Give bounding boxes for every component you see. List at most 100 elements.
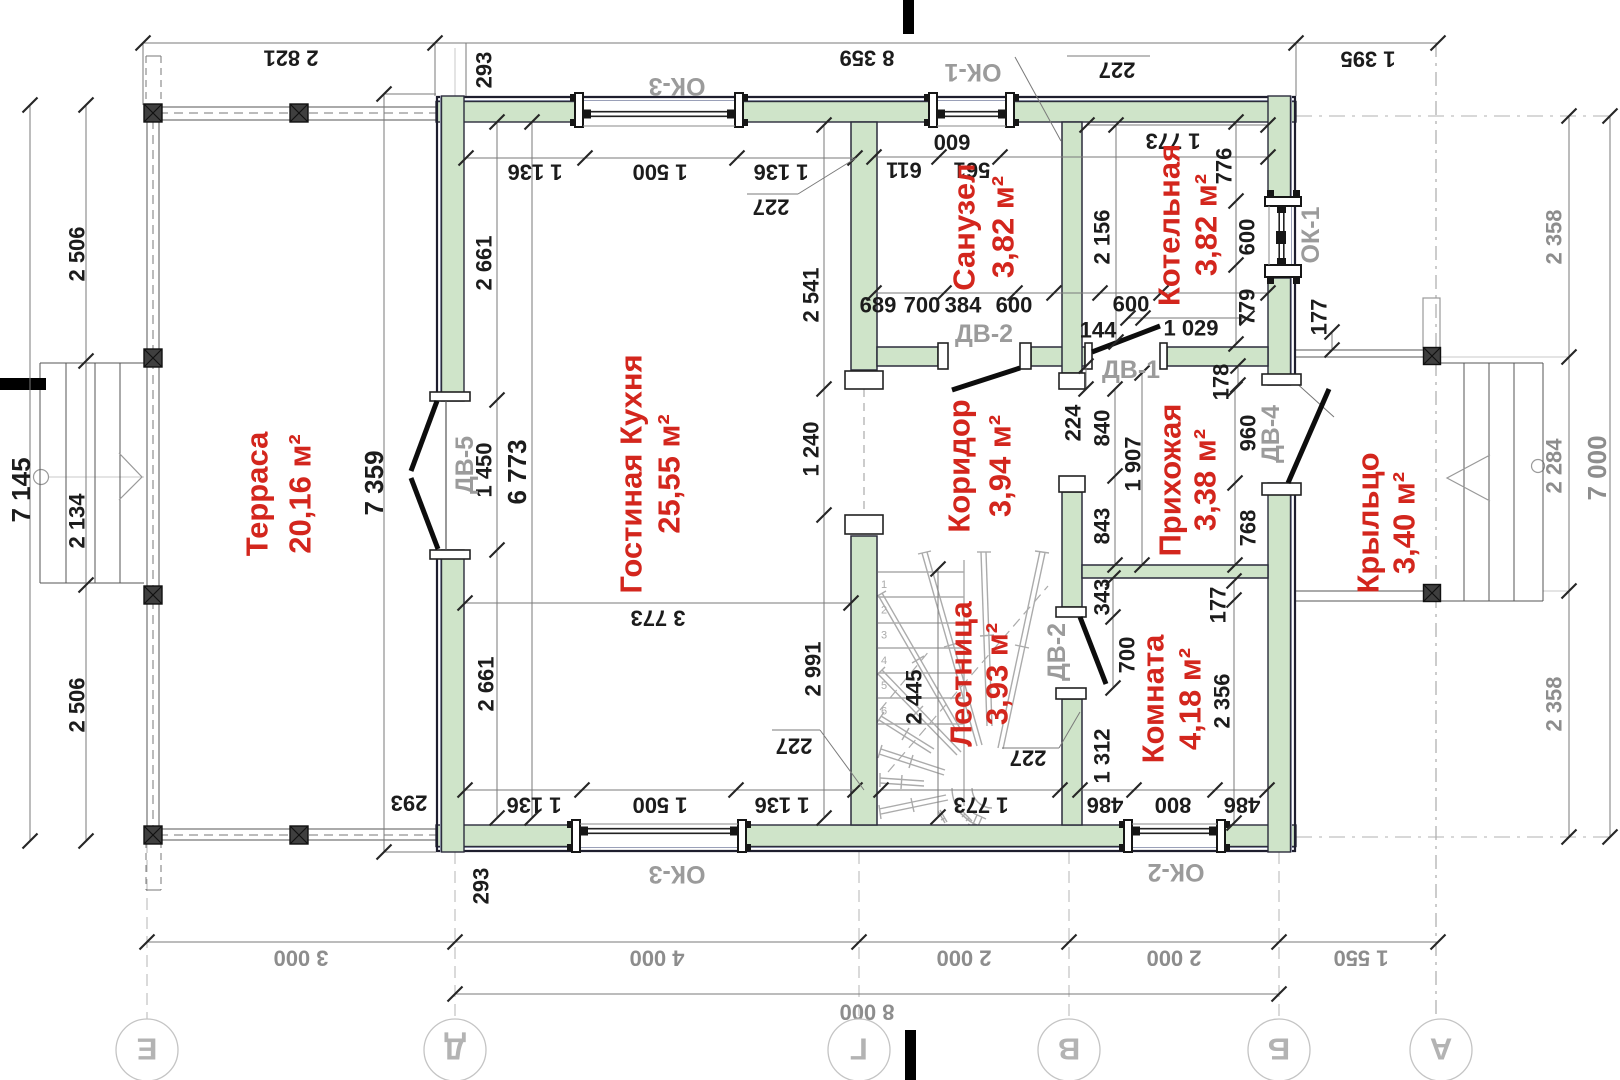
svg-text:20,16 м²: 20,16 м² — [283, 434, 318, 553]
svg-text:ДВ-5: ДВ-5 — [451, 436, 479, 494]
svg-text:561: 561 — [954, 158, 991, 183]
svg-text:600: 600 — [996, 293, 1033, 318]
svg-text:ДВ-4: ДВ-4 — [1257, 405, 1285, 463]
svg-text:Комната: Комната — [1136, 634, 1171, 764]
svg-text:1 907: 1 907 — [1121, 436, 1146, 491]
svg-text:779: 779 — [1235, 289, 1260, 326]
svg-text:ОК-2: ОК-2 — [1148, 858, 1205, 886]
svg-text:ДВ-1: ДВ-1 — [1102, 356, 1160, 384]
svg-text:Е: Е — [137, 1032, 158, 1067]
svg-text:5: 5 — [881, 680, 887, 692]
svg-text:1 500: 1 500 — [632, 160, 687, 185]
svg-text:1 395: 1 395 — [1340, 47, 1395, 72]
svg-text:2 661: 2 661 — [472, 235, 497, 290]
svg-text:177: 177 — [1307, 299, 1332, 336]
svg-text:700: 700 — [1115, 637, 1140, 674]
svg-text:3,93 м²: 3,93 м² — [980, 623, 1015, 725]
svg-text:486: 486 — [1224, 793, 1261, 818]
svg-text:343: 343 — [1090, 579, 1115, 616]
svg-text:Г: Г — [850, 1032, 868, 1067]
svg-text:7 145: 7 145 — [6, 457, 36, 522]
svg-text:689: 689 — [860, 293, 897, 318]
svg-text:ДВ-2: ДВ-2 — [955, 320, 1013, 348]
svg-text:ОК-1: ОК-1 — [1297, 206, 1325, 263]
svg-text:600: 600 — [934, 130, 971, 155]
svg-text:3: 3 — [881, 630, 887, 642]
svg-text:1 136: 1 136 — [506, 793, 561, 818]
svg-text:700: 700 — [904, 293, 941, 318]
svg-text:4: 4 — [881, 655, 887, 667]
svg-text:600: 600 — [1113, 292, 1150, 317]
svg-text:960: 960 — [1236, 415, 1261, 452]
svg-text:Котельная: Котельная — [1152, 144, 1187, 306]
svg-text:3 000: 3 000 — [273, 946, 328, 971]
svg-text:227: 227 — [753, 195, 790, 220]
svg-text:1 136: 1 136 — [507, 160, 562, 185]
svg-text:Санузел: Санузел — [947, 163, 982, 291]
svg-text:1 450: 1 450 — [472, 442, 497, 497]
svg-text:3,40 м²: 3,40 м² — [1387, 472, 1422, 574]
svg-text:ОК-3: ОК-3 — [649, 860, 706, 888]
svg-text:1: 1 — [881, 579, 887, 591]
svg-text:1 136: 1 136 — [754, 793, 809, 818]
svg-text:177: 177 — [1206, 587, 1231, 624]
svg-text:2 506: 2 506 — [65, 677, 90, 732]
svg-text:4 000: 4 000 — [629, 946, 684, 971]
svg-text:3,82 м²: 3,82 м² — [986, 176, 1021, 278]
svg-text:2 506: 2 506 — [65, 226, 90, 281]
svg-text:840: 840 — [1090, 410, 1115, 447]
svg-text:2 661: 2 661 — [474, 656, 499, 711]
svg-text:776: 776 — [1212, 148, 1237, 185]
svg-text:Крыльцо: Крыльцо — [1351, 452, 1386, 593]
svg-text:2 156: 2 156 — [1090, 209, 1115, 264]
svg-text:3 773: 3 773 — [630, 606, 685, 631]
svg-text:25,55 м²: 25,55 м² — [652, 414, 687, 533]
svg-text:3,38 м²: 3,38 м² — [1188, 429, 1223, 531]
svg-text:А: А — [1430, 1032, 1452, 1067]
svg-text:2 000: 2 000 — [1146, 946, 1201, 971]
svg-text:Коридор: Коридор — [942, 399, 977, 532]
svg-text:486: 486 — [1087, 793, 1124, 818]
svg-text:293: 293 — [472, 52, 497, 89]
svg-text:3,82 м²: 3,82 м² — [1189, 174, 1224, 276]
svg-text:4,18 м²: 4,18 м² — [1173, 648, 1208, 750]
svg-text:Д: Д — [444, 1032, 466, 1067]
svg-text:В: В — [1058, 1032, 1080, 1067]
svg-text:8 359: 8 359 — [839, 46, 894, 71]
svg-text:2: 2 — [881, 604, 887, 616]
svg-text:1 773: 1 773 — [1145, 129, 1200, 154]
svg-text:2 541: 2 541 — [799, 267, 824, 322]
svg-text:600: 600 — [1235, 219, 1260, 256]
svg-text:178: 178 — [1209, 364, 1234, 401]
svg-text:1 240: 1 240 — [799, 421, 824, 476]
svg-text:1 550: 1 550 — [1333, 946, 1388, 971]
svg-text:Б: Б — [1268, 1032, 1290, 1067]
svg-text:6: 6 — [881, 706, 887, 718]
svg-text:800: 800 — [1155, 793, 1192, 818]
svg-text:2 284: 2 284 — [1542, 438, 1567, 494]
svg-text:144: 144 — [1080, 318, 1117, 343]
svg-text:611: 611 — [886, 158, 922, 183]
svg-text:2 358: 2 358 — [1542, 676, 1567, 731]
svg-text:227: 227 — [1010, 746, 1047, 771]
svg-text:1 029: 1 029 — [1163, 316, 1218, 341]
svg-text:ОК-3: ОК-3 — [649, 72, 706, 100]
svg-text:ДВ-2: ДВ-2 — [1043, 623, 1071, 681]
svg-text:2 821: 2 821 — [263, 46, 318, 71]
svg-text:ОК-1: ОК-1 — [944, 58, 1001, 86]
svg-text:227: 227 — [776, 734, 813, 759]
svg-text:293: 293 — [391, 791, 428, 816]
svg-text:Гостиная Кухня: Гостиная Кухня — [614, 354, 649, 593]
svg-text:2 991: 2 991 — [801, 641, 826, 696]
svg-text:2 134: 2 134 — [65, 493, 90, 549]
svg-text:224: 224 — [1061, 404, 1086, 441]
svg-text:7 000: 7 000 — [1582, 435, 1612, 500]
svg-text:1 500: 1 500 — [632, 793, 687, 818]
svg-text:2 358: 2 358 — [1542, 209, 1567, 264]
svg-text:Лестница: Лестница — [944, 601, 979, 747]
svg-text:843: 843 — [1090, 508, 1115, 545]
svg-text:6 773: 6 773 — [502, 439, 532, 504]
svg-text:3,94 м²: 3,94 м² — [983, 415, 1018, 517]
svg-text:Прихожая: Прихожая — [1153, 404, 1188, 557]
svg-text:1 773: 1 773 — [953, 793, 1008, 818]
